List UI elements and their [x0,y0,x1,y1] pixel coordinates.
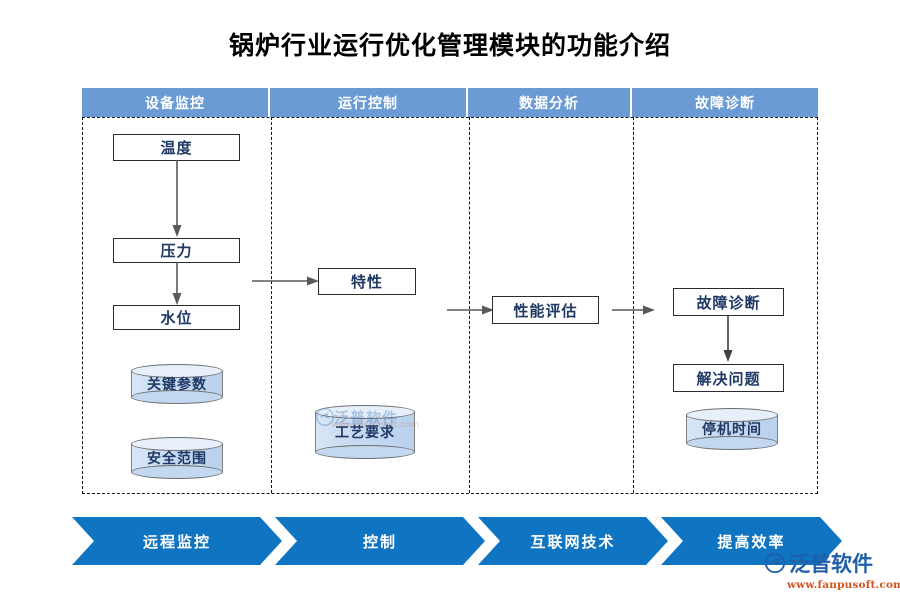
datastore-process-requirements-label: 工艺要求 [335,425,395,441]
datastore-key-parameters-label: 关键参数 [147,377,207,393]
brand-url: www.fanpusoft.com [787,579,900,591]
swimlane-body [82,117,818,494]
lane-header-data-analysis[interactable]: 数据分析 [468,88,632,117]
fanpu-logo-icon [765,553,785,573]
lane-top-edge [82,117,818,118]
cylinder-top [686,408,778,422]
datastore-process-requirements[interactable]: 工艺要求 [315,405,415,459]
arrow-diagnosis-to-solve [719,315,739,363]
node-pressure[interactable]: 压力 [113,238,240,263]
lane-header-equipment-monitoring[interactable]: 设备监控 [82,88,270,117]
node-fault-diagnosis[interactable]: 故障诊断 [673,288,784,316]
cylinder-bottom [686,436,778,450]
arrow-analysis-to-diagnosis [612,300,656,320]
lane-divider-3 [633,117,634,493]
cylinder-top [131,364,223,378]
cylinder-bottom [315,445,415,459]
chevron-improve-efficiency[interactable]: 提高效率 [661,517,842,565]
datastore-safety-range[interactable]: 安全范围 [131,437,223,479]
page-title: 锅炉行业运行优化管理模块的功能介绍 [228,31,671,60]
node-water-level[interactable]: 水位 [113,305,240,330]
datastore-downtime-label: 停机时间 [702,422,762,438]
cylinder-top [315,405,415,419]
chevron-control[interactable]: 控制 [275,517,485,565]
node-performance-evaluation[interactable]: 性能评估 [492,296,599,324]
lane-divider-2 [469,117,470,493]
chevron-banner: 远程监控 控制 互联网技术 提高效率 [72,517,842,565]
datastore-downtime[interactable]: 停机时间 [686,408,778,450]
datastore-key-parameters[interactable]: 关键参数 [131,364,223,404]
lane-divider-1 [271,117,272,493]
node-characteristics[interactable]: 特性 [318,268,416,295]
swimlane-header-band: 设备监控 运行控制 数据分析 故障诊断 [82,88,818,117]
chevron-remote-monitoring[interactable]: 远程监控 [72,517,282,565]
arrow-pressure-to-waterlevel [168,262,188,306]
lane-header-fault-diagnosis[interactable]: 故障诊断 [632,88,818,117]
arrow-control-to-analysis [447,300,495,320]
node-solve-problem[interactable]: 解决问题 [673,364,784,392]
arrow-temperature-to-pressure [168,160,188,238]
datastore-safety-range-label: 安全范围 [147,451,207,467]
arrow-monitoring-to-control [252,271,320,291]
cylinder-bottom [131,465,223,479]
node-temperature[interactable]: 温度 [113,134,240,161]
chevron-internet-technology[interactable]: 互联网技术 [478,517,668,565]
cylinder-top [131,437,223,451]
brand-logo: 泛普软件 www.fanpusoft.com [765,548,900,592]
cylinder-bottom [131,390,223,404]
lane-header-operation-control[interactable]: 运行控制 [270,88,468,117]
brand-name: 泛普软件 [789,552,873,576]
brand-logo-row: 泛普软件 [765,548,895,578]
